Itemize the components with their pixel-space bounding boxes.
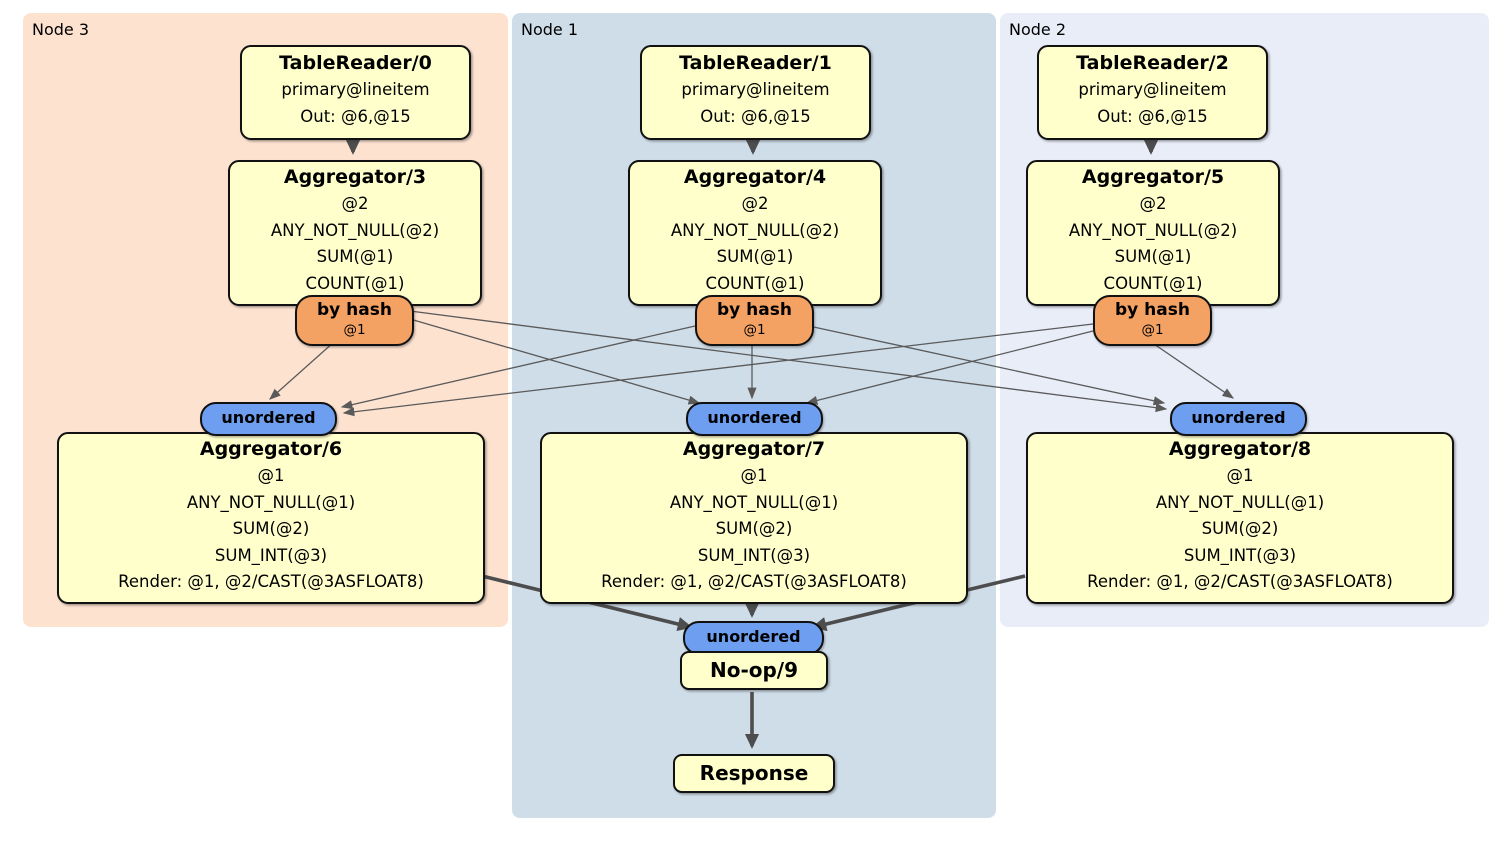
- router-label: by hash: [1115, 300, 1190, 320]
- node-detail: @1: [740, 466, 768, 485]
- node-detail: @2: [341, 194, 369, 213]
- node-detail: Out: @6,@15: [300, 106, 411, 126]
- region-label-node-1: Node 1: [521, 20, 579, 39]
- node-tablereader-2: TableReader/2 primary@lineitem Out: @6,@…: [1037, 45, 1268, 140]
- node-detail: SUM_INT(@3): [1183, 545, 1297, 565]
- router-by-hash-2: by hash @1: [1093, 295, 1212, 346]
- node-response: Response: [673, 754, 835, 793]
- stream-unordered-0: unordered: [200, 402, 337, 436]
- node-detail: @2: [1139, 194, 1167, 213]
- node-detail: @1: [257, 466, 285, 485]
- node-title: TableReader/0: [279, 52, 432, 74]
- router-by-hash-1: by hash @1: [695, 295, 814, 346]
- router-detail: @1: [743, 322, 766, 338]
- stream-unordered-2: unordered: [1170, 402, 1307, 436]
- node-title: Aggregator/4: [683, 166, 827, 188]
- node-aggregator-5: Aggregator/5 @2 ANY_NOT_NULL(@2) SUM(@1)…: [1026, 160, 1280, 306]
- node-detail: @1: [1226, 466, 1254, 485]
- node-detail: Out: @6,@15: [700, 106, 811, 126]
- router-detail: @1: [1141, 322, 1164, 338]
- node-detail: SUM_INT(@3): [214, 545, 328, 565]
- node-detail: COUNT(@1): [305, 273, 405, 293]
- node-title: Aggregator/5: [1081, 166, 1225, 188]
- region-label-node-2: Node 2: [1009, 20, 1067, 39]
- node-title: Aggregator/3: [283, 166, 427, 188]
- node-detail: primary@lineitem: [1078, 80, 1227, 99]
- node-aggregator-3: Aggregator/3 @2 ANY_NOT_NULL(@2) SUM(@1)…: [228, 160, 482, 306]
- node-title: Aggregator/7: [682, 438, 826, 460]
- node-aggregator-4: Aggregator/4 @2 ANY_NOT_NULL(@2) SUM(@1)…: [628, 160, 882, 306]
- node-detail: Render: @1, @2/CAST(@3ASFLOAT8): [1087, 572, 1393, 591]
- node-detail: SUM(@2): [232, 519, 310, 538]
- router-label: by hash: [717, 300, 792, 320]
- node-detail: SUM(@2): [1201, 519, 1279, 538]
- node-detail: SUM(@1): [316, 247, 394, 266]
- node-detail: SUM(@1): [1114, 247, 1192, 266]
- router-by-hash-0: by hash @1: [295, 295, 414, 346]
- node-detail: ANY_NOT_NULL(@2): [270, 220, 440, 240]
- node-detail: COUNT(@1): [1103, 273, 1203, 293]
- router-detail: @1: [343, 322, 366, 338]
- stream-unordered-final: unordered: [683, 621, 824, 655]
- node-detail: Render: @1, @2/CAST(@3ASFLOAT8): [601, 572, 907, 591]
- node-detail: Out: @6,@15: [1097, 106, 1208, 126]
- node-detail: SUM(@1): [716, 247, 794, 266]
- node-detail: ANY_NOT_NULL(@1): [669, 492, 839, 512]
- stream-unordered-1: unordered: [686, 402, 823, 436]
- node-detail: ANY_NOT_NULL(@1): [186, 492, 356, 512]
- node-detail: COUNT(@1): [705, 273, 805, 293]
- node-detail: @2: [741, 194, 769, 213]
- router-label: by hash: [317, 300, 392, 320]
- node-noop-9: No-op/9: [680, 651, 828, 690]
- node-detail: primary@lineitem: [681, 80, 830, 99]
- node-aggregator-7: Aggregator/7 @1 ANY_NOT_NULL(@1) SUM(@2)…: [540, 432, 968, 604]
- node-title: Aggregator/8: [1168, 438, 1312, 460]
- node-title: TableReader/2: [1076, 52, 1229, 74]
- node-detail: Render: @1, @2/CAST(@3ASFLOAT8): [118, 572, 424, 591]
- node-detail: SUM(@2): [715, 519, 793, 538]
- node-title: Aggregator/6: [199, 438, 343, 460]
- node-tablereader-1: TableReader/1 primary@lineitem Out: @6,@…: [640, 45, 871, 140]
- node-aggregator-8: Aggregator/8 @1 ANY_NOT_NULL(@1) SUM(@2)…: [1026, 432, 1454, 604]
- node-tablereader-0: TableReader/0 primary@lineitem Out: @6,@…: [240, 45, 471, 140]
- node-detail: SUM_INT(@3): [697, 545, 811, 565]
- region-label-node-3: Node 3: [32, 20, 90, 39]
- node-detail: ANY_NOT_NULL(@2): [1068, 220, 1238, 240]
- node-detail: ANY_NOT_NULL(@2): [670, 220, 840, 240]
- node-detail: primary@lineitem: [281, 80, 430, 99]
- node-aggregator-6: Aggregator/6 @1 ANY_NOT_NULL(@1) SUM(@2)…: [57, 432, 485, 604]
- node-detail: ANY_NOT_NULL(@1): [1155, 492, 1325, 512]
- node-title: TableReader/1: [679, 52, 832, 74]
